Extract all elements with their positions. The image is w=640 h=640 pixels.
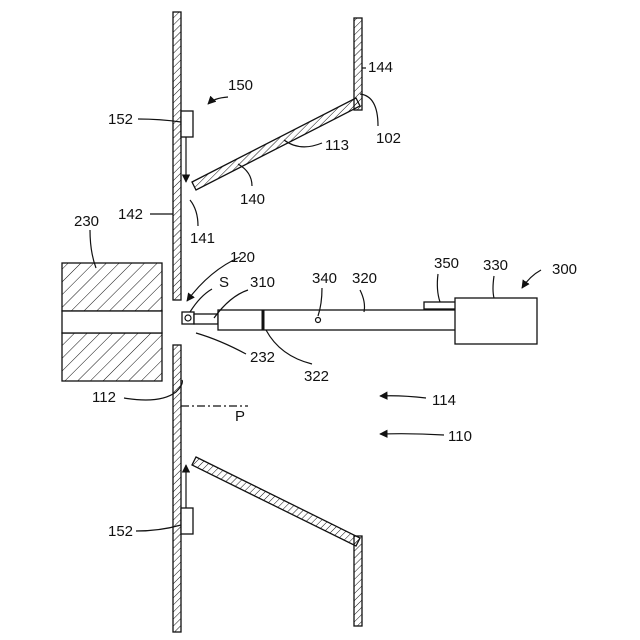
sensor-152-top xyxy=(181,111,193,137)
sensor-340 xyxy=(316,318,321,323)
label-230: 230 xyxy=(74,213,99,230)
block-230-channel xyxy=(62,311,162,333)
label-142: 142 xyxy=(118,206,143,223)
leader-141 xyxy=(190,200,198,226)
lower-inclined-plate xyxy=(192,457,360,546)
label-120: 120 xyxy=(230,249,255,266)
label-110: 110 xyxy=(448,428,472,445)
probe-neck xyxy=(194,314,218,324)
label-s: S xyxy=(219,274,229,291)
label-140: 140 xyxy=(240,191,265,208)
label-350: 350 xyxy=(434,255,459,272)
probe-shaft-320 xyxy=(218,310,456,330)
sensor-152-bottom xyxy=(181,508,193,534)
label-322: 322 xyxy=(304,368,329,385)
leader-102 xyxy=(360,94,378,126)
arrow-110 xyxy=(380,434,444,435)
block-230-lower xyxy=(62,333,162,381)
upper-wall-142 xyxy=(173,12,181,300)
arrow-300 xyxy=(522,270,541,288)
label-152-top: 152 xyxy=(108,111,133,128)
label-340: 340 xyxy=(312,270,337,287)
label-p: P xyxy=(235,408,245,425)
label-320: 320 xyxy=(352,270,377,287)
cable-350 xyxy=(424,302,456,309)
arrow-114 xyxy=(380,396,426,398)
leader-232 xyxy=(196,333,246,354)
probe-tip-hole xyxy=(185,315,191,321)
block-230-upper xyxy=(62,263,162,311)
label-102: 102 xyxy=(376,130,401,147)
label-330: 330 xyxy=(483,257,508,274)
label-300: 300 xyxy=(552,261,577,278)
leader-320 xyxy=(360,290,365,312)
upper-right-wall-144 xyxy=(354,18,362,110)
label-152-bottom: 152 xyxy=(108,523,133,540)
housing-330 xyxy=(455,298,537,344)
label-232: 232 xyxy=(250,349,275,366)
label-114: 114 xyxy=(432,392,456,409)
label-113: 113 xyxy=(325,137,349,154)
leader-230 xyxy=(90,230,96,268)
label-310: 310 xyxy=(250,274,275,291)
label-144: 144 xyxy=(368,59,393,76)
label-112: 112 xyxy=(92,389,116,406)
leader-350 xyxy=(437,274,440,302)
label-141: 141 xyxy=(190,230,215,247)
lower-right-wall xyxy=(354,536,362,626)
label-150: 150 xyxy=(228,77,253,94)
leader-330 xyxy=(493,276,494,298)
arrow-150 xyxy=(208,97,228,104)
